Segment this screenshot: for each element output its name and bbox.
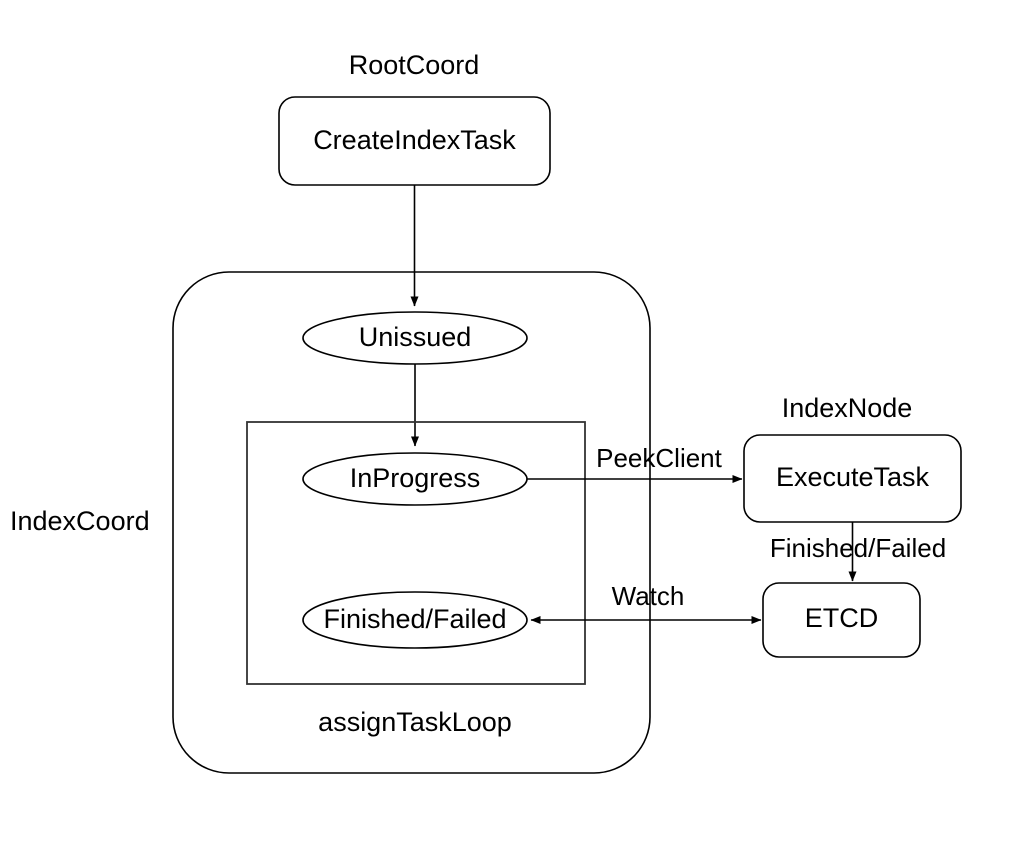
node-finished-failed[interactable]: [302, 591, 528, 649]
node-label-create-index-task: CreateIndexTask: [313, 125, 516, 155]
group-label-indexcoord: IndexCoord: [10, 506, 150, 536]
node-label-execute-task: ExecuteTask: [776, 462, 930, 492]
edge-label-watch: Watch: [612, 581, 685, 611]
node-label-etcd: ETCD: [805, 603, 879, 633]
edge-label-peekclient: PeekClient: [596, 443, 723, 473]
group-container-assigntaskloop: [246, 421, 586, 685]
node-label-inprogress: InProgress: [350, 463, 481, 493]
edge-label-finished-failed: Finished/Failed: [770, 533, 946, 563]
group-label-rootcoord: RootCoord: [349, 50, 480, 80]
node-label-unissued: Unissued: [359, 322, 472, 352]
node-etcd[interactable]: [762, 582, 921, 658]
group-label-indexnode: IndexNode: [782, 393, 913, 423]
group-container-indexcoord: [172, 271, 651, 774]
node-label-finished-failed: Finished/Failed: [323, 604, 506, 634]
group-label-assigntaskloop: assignTaskLoop: [318, 707, 512, 737]
